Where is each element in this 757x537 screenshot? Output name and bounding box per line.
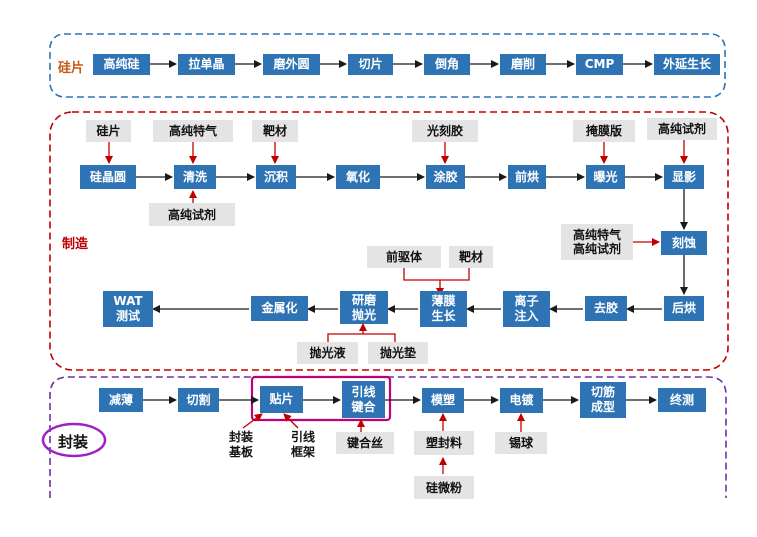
mfg-step: 前烘 — [508, 165, 546, 189]
wafer-step: CMP — [576, 54, 623, 75]
input-polish-liquid: 抛光液 — [297, 342, 358, 364]
wafer-section-label: 硅片 — [58, 61, 85, 76]
wafer-step: 外延生长 — [654, 54, 720, 75]
wafer-step: 倒角 — [424, 54, 470, 75]
wafer-step: 磨削 — [500, 54, 546, 75]
pkg-step: 电镀 — [500, 388, 543, 413]
mfg-step: 硅晶圆 — [80, 165, 136, 189]
input-solder-ball: 锡球 — [495, 432, 547, 454]
mfg-step: 后烘 — [664, 296, 704, 321]
input-arrow — [242, 413, 263, 429]
input-mask: 掩膜版 — [573, 120, 635, 142]
pkg-step: 切筋 成型 — [580, 382, 626, 418]
input-arrow — [327, 324, 396, 342]
mfg-step-etch: 刻蚀 — [661, 231, 707, 255]
input-bond-wire: 键合丝 — [336, 432, 394, 454]
input-reagent-dev: 高纯试剂 — [647, 118, 717, 140]
mfg-step: 去胶 — [585, 296, 627, 321]
manufacturing-section-label: 制造 — [62, 237, 89, 252]
input-polish-pad: 抛光垫 — [368, 342, 428, 364]
mfg-step: 曝光 — [586, 165, 625, 189]
mfg-step: 涂胶 — [426, 165, 465, 189]
packaging-section-label: 封装 — [58, 433, 89, 451]
input-lead-frame: 引线 框架 — [290, 430, 315, 459]
input-wafer: 硅片 — [86, 120, 131, 142]
pkg-step: 引线 键合 — [342, 381, 385, 418]
input-silica-powder: 硅微粉 — [414, 476, 474, 499]
wafer-section-frame — [49, 33, 726, 98]
wafer-step: 高纯硅 — [93, 54, 150, 75]
mfg-step: WAT 测试 — [103, 291, 153, 327]
pkg-step: 切割 — [178, 388, 219, 412]
pkg-step: 终测 — [658, 388, 706, 412]
mfg-step: 研磨 抛光 — [340, 291, 388, 324]
wafer-step: 切片 — [348, 54, 393, 75]
mfg-step: 氧化 — [336, 165, 380, 189]
input-reagent-clean: 高纯试剂 — [149, 203, 235, 226]
input-arrow — [283, 413, 299, 429]
input-gas: 高纯特气 — [153, 120, 233, 142]
input-etch-chem: 高纯特气 高纯试剂 — [561, 224, 633, 260]
pkg-step: 贴片 — [260, 386, 303, 413]
manufacturing-section-frame — [49, 111, 729, 371]
mfg-step: 金属化 — [251, 296, 308, 321]
input-target: 靶材 — [252, 120, 298, 142]
mfg-step: 显影 — [664, 165, 704, 189]
mfg-step: 清洗 — [174, 165, 216, 189]
input-photoresist: 光刻胶 — [412, 120, 478, 142]
wafer-step: 拉单晶 — [178, 54, 235, 75]
input-mold-compound: 塑封料 — [414, 431, 474, 455]
mfg-step: 离子 注入 — [503, 291, 550, 327]
mfg-step: 薄膜 生长 — [420, 291, 467, 327]
pkg-step: 模塑 — [422, 388, 464, 413]
wafer-step: 磨外圆 — [263, 54, 320, 75]
mfg-step: 沉积 — [256, 165, 296, 189]
input-substrate: 封装 基板 — [228, 430, 253, 459]
packaging-label-ellipse — [41, 422, 107, 458]
pkg-step: 减薄 — [99, 388, 143, 412]
input-target-2: 靶材 — [449, 246, 493, 268]
input-precursor: 前驱体 — [367, 246, 441, 268]
